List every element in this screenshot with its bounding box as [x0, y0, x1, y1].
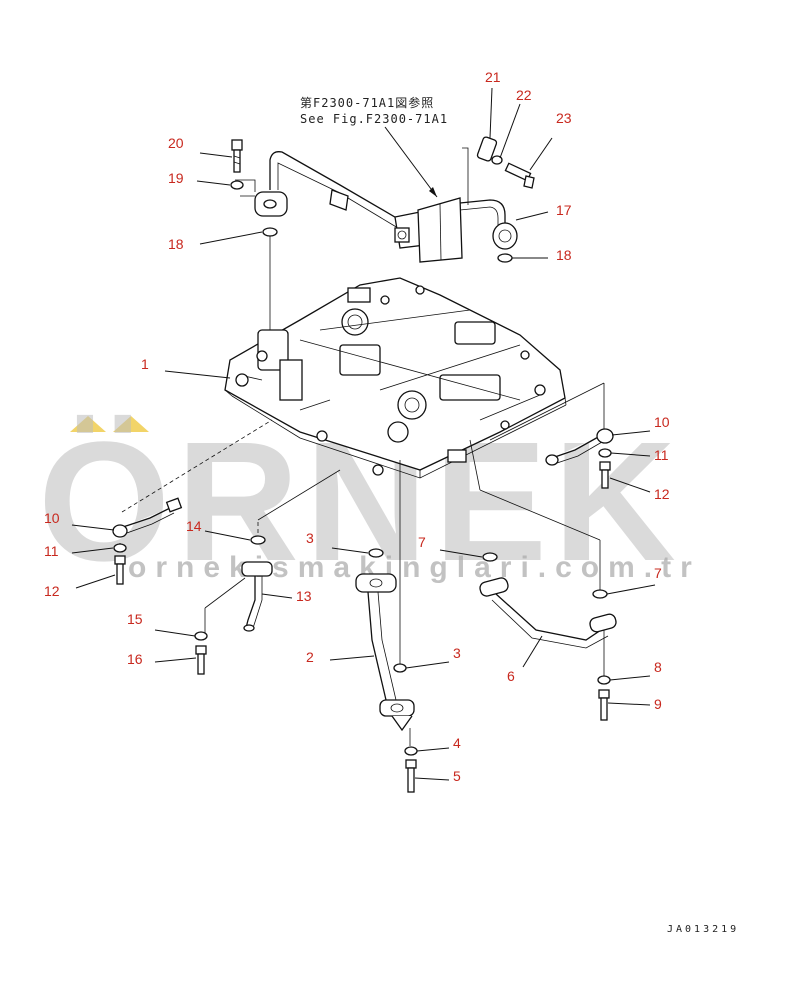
- callout-18: 18: [168, 236, 184, 252]
- valve-body: [224, 277, 567, 479]
- callout-3-bottom: 3: [453, 645, 461, 661]
- callout-3-top: 3: [306, 530, 314, 546]
- callout-9: 9: [654, 696, 662, 712]
- callout-11-left: 11: [44, 543, 59, 559]
- callout-8: 8: [654, 659, 662, 675]
- tube-6: [479, 577, 617, 721]
- callout-10-left: 10: [44, 510, 60, 526]
- callout-13: 13: [296, 588, 312, 604]
- callout-7-left: 7: [418, 534, 426, 550]
- callout-18-right: 18: [556, 247, 572, 263]
- callout-17: 17: [556, 202, 572, 218]
- callout-23: 23: [556, 110, 572, 126]
- callout-4: 4: [453, 735, 461, 751]
- reference-note-en: See Fig.F2300-71A1: [300, 112, 448, 126]
- upper-tube-assembly: [235, 147, 518, 263]
- tube-2: [355, 573, 418, 793]
- callout-20: 20: [168, 135, 184, 151]
- callout-22: 22: [516, 87, 532, 103]
- callout-2: 2: [306, 649, 314, 665]
- callout-leaders: [71, 87, 656, 781]
- callout-11-right: 11: [654, 447, 669, 463]
- callout-12-right: 12: [654, 486, 670, 502]
- watermark-url: ornekismakinglari.com.tr: [128, 551, 701, 584]
- callout-6: 6: [507, 668, 515, 684]
- callout-16: 16: [127, 651, 143, 667]
- tube-10-right: [545, 428, 614, 489]
- assembly-lines: [119, 236, 605, 746]
- o-rings: [250, 227, 608, 599]
- drawing-code: JA013219: [667, 924, 739, 935]
- tube-13: [194, 561, 273, 675]
- callout-19: 19: [168, 170, 184, 186]
- callout-5: 5: [453, 768, 461, 784]
- watermark-accent-left: [70, 416, 106, 432]
- bolt-20: [230, 139, 244, 190]
- callout-14: 14: [186, 518, 202, 534]
- callout-12-left: 12: [44, 583, 60, 599]
- clamp-hardware: [476, 136, 535, 189]
- callout-1: 1: [141, 356, 149, 372]
- callout-labels: 20 19 18 21 22 23 17 18 1 10 11 12 10 11…: [44, 69, 670, 784]
- callout-21: 21: [485, 69, 501, 85]
- tube-10-left: [112, 497, 183, 585]
- callout-7-right: 7: [654, 565, 662, 581]
- reference-note: 第F2300-71A1図参照 See Fig.F2300-71A1: [300, 95, 448, 198]
- watermark-accent-right: [113, 416, 149, 432]
- callout-10-right: 10: [654, 414, 670, 430]
- callout-15: 15: [127, 611, 143, 627]
- reference-note-jp: 第F2300-71A1図参照: [300, 95, 434, 110]
